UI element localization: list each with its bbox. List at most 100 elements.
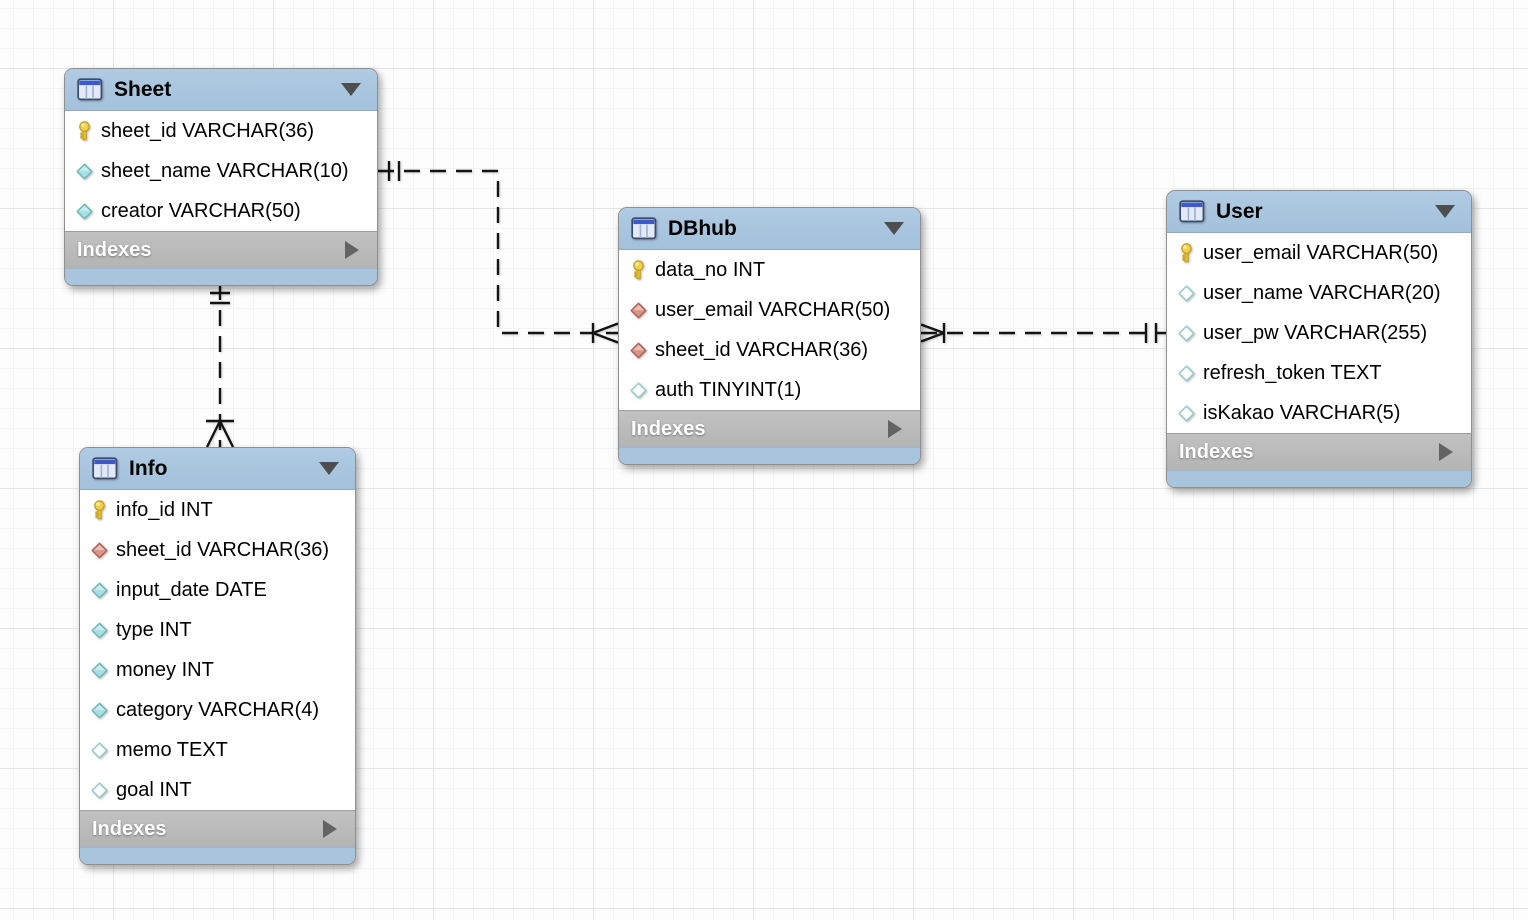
column-row[interactable]: money INT [80,650,355,690]
table-columns: sheet_id VARCHAR(36) sheet_name VARCHAR(1… [65,111,377,231]
expand-indexes-icon[interactable] [1439,443,1453,461]
column-row[interactable]: user_email VARCHAR(50) [1167,233,1471,273]
indexes-label: Indexes [77,238,152,261]
table-icon [1179,200,1205,223]
primary-key-icon [90,499,109,521]
column-row[interactable]: goal INT [80,770,355,810]
primary-key-icon [75,120,94,142]
expand-indexes-icon[interactable] [323,820,337,838]
indexes-bar[interactable]: Indexes [1167,433,1471,470]
attribute-filled-icon [75,163,94,180]
attribute-filled-icon [90,582,109,599]
indexes-bar[interactable]: Indexes [619,410,920,447]
table-sheet[interactable]: Sheet sheet_id VARCHAR(36) sheet_name VARC… [64,68,378,286]
table-icon [631,217,657,240]
attribute-filled-icon [90,662,109,679]
attribute-hollow-icon [1177,285,1196,302]
column-label: data_no INT [655,258,766,281]
collapse-triangle-icon[interactable] [884,222,904,235]
column-label: user_email VARCHAR(50) [655,298,891,321]
table-info[interactable]: Info info_id INT sheet_id VARCHAR(36) input… [79,447,356,865]
foreign-key-icon [629,302,648,319]
crows-foot-icon [592,322,619,344]
primary-key-icon [629,259,648,281]
column-label: user_name VARCHAR(20) [1203,281,1441,304]
collapse-triangle-icon[interactable] [1435,205,1455,218]
relationship-sheet-dbhub[interactable] [378,161,619,344]
crows-foot-icon [205,420,235,448]
column-row[interactable]: creator VARCHAR(50) [65,191,377,231]
column-row[interactable]: input_date DATE [80,570,355,610]
column-row[interactable]: info_id INT [80,490,355,530]
cardinality-one-marker [387,161,401,181]
cardinality-one-marker [1144,323,1158,343]
column-row[interactable]: user_email VARCHAR(50) [619,290,920,330]
indexes-bar[interactable]: Indexes [80,810,355,847]
column-row[interactable]: category VARCHAR(4) [80,690,355,730]
column-label: input_date DATE [116,578,267,601]
column-label: goal INT [116,778,192,801]
attribute-hollow-icon [90,782,109,799]
column-label: user_pw VARCHAR(255) [1203,321,1428,344]
column-label: info_id INT [116,498,213,521]
table-bottom-band [80,847,355,864]
column-row[interactable]: sheet_name VARCHAR(10) [65,151,377,191]
column-row[interactable]: sheet_id VARCHAR(36) [65,111,377,151]
relationship-sheet-info[interactable] [205,284,235,448]
table-header[interactable]: User [1167,191,1471,233]
attribute-filled-icon [90,702,109,719]
column-row[interactable]: memo TEXT [80,730,355,770]
table-icon [77,78,103,101]
column-row[interactable]: type INT [80,610,355,650]
column-row[interactable]: sheet_id VARCHAR(36) [80,530,355,570]
table-bottom-band [1167,470,1471,487]
foreign-key-icon [90,542,109,559]
column-label: creator VARCHAR(50) [101,199,301,222]
column-label: type INT [116,618,192,641]
column-row[interactable]: isKakao VARCHAR(5) [1167,393,1471,433]
indexes-bar[interactable]: Indexes [65,231,377,268]
relationship-line[interactable] [378,169,618,335]
table-header[interactable]: Info [80,448,355,490]
table-columns: user_email VARCHAR(50) user_name VARCHAR(… [1167,233,1471,433]
table-user[interactable]: User user_email VARCHAR(50) user_name VARC… [1166,190,1472,488]
column-row[interactable]: refresh_token TEXT [1167,353,1471,393]
table-bottom-band [65,268,377,285]
table-bottom-band [619,447,920,464]
indexes-label: Indexes [1179,440,1254,463]
attribute-hollow-icon [629,382,648,399]
attribute-hollow-icon [90,742,109,759]
column-label: money INT [116,658,214,681]
table-header[interactable]: Sheet [65,69,377,111]
collapse-triangle-icon[interactable] [319,462,339,475]
column-label: sheet_id VARCHAR(36) [655,338,869,361]
crows-foot-icon [920,323,945,343]
column-row[interactable]: data_no INT [619,250,920,290]
table-dbhub[interactable]: DBhub data_no INT user_email VARCHAR(50) sh… [618,207,921,465]
column-label: user_email VARCHAR(50) [1203,241,1439,264]
cardinality-one-marker [210,291,230,305]
table-columns: data_no INT user_email VARCHAR(50) sheet_i… [619,250,920,410]
column-label: sheet_id VARCHAR(36) [101,119,315,142]
table-icon [92,457,118,480]
relationship-user-dbhub[interactable] [920,323,1166,343]
column-row[interactable]: auth TINYINT(1) [619,370,920,410]
column-label: sheet_id VARCHAR(36) [116,538,330,561]
expand-indexes-icon[interactable] [345,241,359,259]
column-row[interactable]: sheet_id VARCHAR(36) [619,330,920,370]
table-header[interactable]: DBhub [619,208,920,250]
column-label: isKakao VARCHAR(5) [1203,401,1401,424]
column-row[interactable]: user_name VARCHAR(20) [1167,273,1471,313]
foreign-key-icon [629,342,648,359]
attribute-filled-icon [90,622,109,639]
collapse-triangle-icon[interactable] [341,83,361,96]
column-row[interactable]: user_pw VARCHAR(255) [1167,313,1471,353]
column-label: category VARCHAR(4) [116,698,320,721]
expand-indexes-icon[interactable] [888,420,902,438]
table-title: DBhub [668,216,737,240]
indexes-label: Indexes [631,417,706,440]
column-label: memo TEXT [116,738,228,761]
primary-key-icon [1177,242,1196,264]
